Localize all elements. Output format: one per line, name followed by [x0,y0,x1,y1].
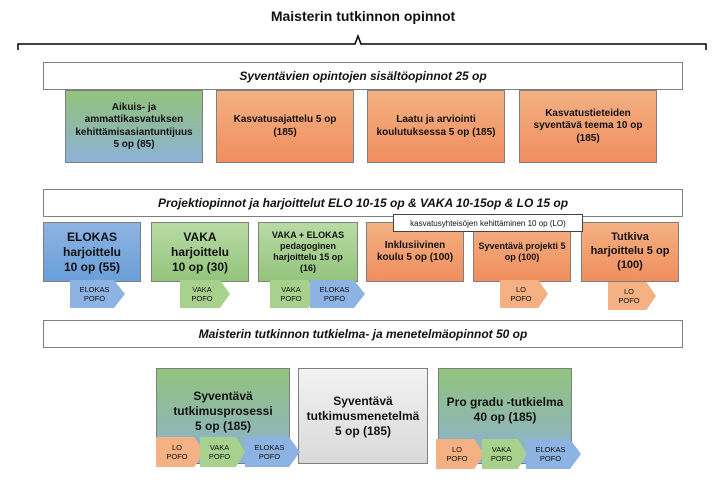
box-line: VAKA [183,229,217,244]
tag-line: VAKA [209,443,230,452]
tag-line: POFO [618,296,640,305]
tag-line: LO [171,443,182,452]
box-line: 10 op (55) [63,259,120,274]
tag-line: POFO [191,294,213,303]
tag-line: POFO [323,294,346,303]
course-box-tutkimusmenetelma: Syventävä tutkimusmenetelmä 5 op (185) [298,368,428,464]
box-line: (185) [273,126,297,138]
box-line: pedagoginen [279,240,336,251]
course-box-teema: Kasvatustieteiden syventävä teema 10 op … [519,90,657,163]
tag-line: POFO [490,454,513,463]
box-line: 5 op (185) [334,423,391,438]
tag-line: VAKA [491,445,512,454]
box-line: koulutuksessa 5 op (185) [376,126,496,138]
box-line: (16) [299,263,316,274]
box-line: Syventävä projekti 5 [478,240,566,251]
tag-line: POFO [539,454,562,463]
section1-header: Syventävien opintojen sisältöopinnot 25 … [43,62,683,90]
box-line: koulu 5 op (100) [376,252,454,263]
tag-line: LO [515,285,526,294]
box-line: Inklusiivinen [384,239,446,251]
box-line: Pro gradu -tutkielma [446,395,564,409]
box-line: op (100) [504,252,540,262]
box-line: harjoittelu [170,244,229,259]
tag-line: POFO [446,454,468,463]
box-line: (185) [576,132,600,144]
box-line: harjoittelu 5 op [590,245,670,258]
tag-line: POFO [258,452,281,461]
tag-line: POFO [166,452,188,461]
box-line: VAKA + ELOKAS [271,229,345,240]
box-line: 5 op (85) [113,139,155,150]
brace-icon [17,33,707,50]
page-title: Maisterin tutkinnon opinnot [270,8,456,24]
tag-line: POFO [510,294,532,303]
box-line: Aikuis- ja [111,101,157,113]
tag-line: LO [451,445,462,454]
tag-line: POFO [208,452,231,461]
box-line: 5 op (185) [194,418,251,433]
tag-line: ELOKAS [254,443,285,452]
box-line: tutkimusprosessi [173,403,273,418]
box-line: Kasvatusajattelu 5 op [233,114,337,125]
course-box-laatu: Laatu ja arviointi koulutuksessa 5 op (1… [367,90,505,163]
box-line: tutkimusmenetelmä [306,408,420,423]
box-line: kehittämisasiantuntijuus [75,126,193,138]
box-line: Kasvatustieteiden [545,107,631,119]
tag-line: LO [623,287,634,296]
tag-line: VAKA [281,285,301,294]
box-line: syventävä teema 10 op [533,120,643,132]
tag-line: VAKA [192,285,212,294]
course-box-kasvatusajattelu: Kasvatusajattelu 5 op (185) [216,90,354,163]
box-line: Syventävä [333,393,393,408]
course-box-syventava-projekti: Syventävä projekti 5 op (100) [473,222,571,282]
box-line: 10 op (30) [171,259,228,274]
course-box-elokas-harjoittelu: ELOKAS harjoittelu 10 op (55) [43,222,141,282]
box-line: ammattikasvatuksen [84,114,184,125]
tag-line: ELOKAS [319,285,350,294]
box-line: Syventävä [193,388,253,403]
tag-line: ELOKAS [79,285,110,294]
box-line: harjoittelu [62,244,121,259]
tag-line: POFO [280,294,302,303]
box-line: Tutkiva [611,231,649,244]
course-box-tutkiva-harjoittelu: Tutkiva harjoittelu 5 op (100) [581,222,679,282]
note-label: kasvatusyhteisöjen kehittäminen 10 op (L… [393,214,583,232]
course-box-vaka-elokas: VAKA + ELOKAS pedagoginen harjoittelu 15… [258,222,358,282]
section3-header: Maisterin tutkinnon tutkielma- ja menete… [43,320,683,348]
box-line: ELOKAS [66,229,117,244]
tag-line: ELOKAS [535,445,566,454]
course-box-vaka-harjoittelu: VAKA harjoittelu 10 op (30) [151,222,249,282]
box-line: harjoittelu 15 op [273,252,343,262]
box-line: (100) [617,258,643,271]
section2-header: Projektiopinnot ja harjoittelut ELO 10-1… [43,189,683,217]
course-box-aikuiskasvatus: Aikuis- ja ammattikasvatuksen kehittämis… [65,90,203,163]
box-line: 40 op (185) [473,410,537,424]
tag-line: POFO [83,294,106,303]
box-line: Laatu ja arviointi [396,114,476,125]
course-box-inklusiivinen: Inklusiivinen koulu 5 op (100) [366,222,464,282]
